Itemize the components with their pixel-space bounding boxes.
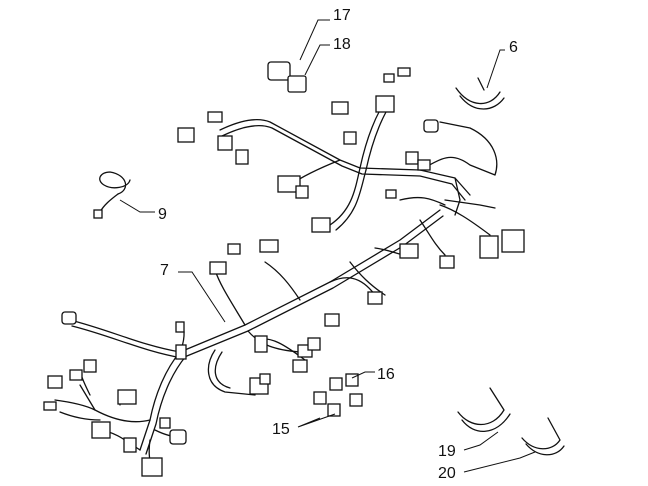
- connector: [405, 151, 419, 165]
- connector: [375, 95, 395, 113]
- connector: [417, 159, 431, 171]
- connector: [383, 73, 395, 83]
- connector: [343, 131, 357, 145]
- connector: [235, 149, 249, 165]
- connector: [311, 217, 331, 233]
- connector: [117, 389, 137, 405]
- connector: [227, 243, 241, 255]
- clamps-19-20: [457, 387, 565, 456]
- connector: [367, 291, 383, 305]
- callout-19: 19: [438, 443, 456, 460]
- connector: [169, 429, 187, 445]
- callout-17: 17: [333, 7, 351, 24]
- connector: [47, 375, 63, 389]
- relay-18: [287, 75, 307, 93]
- connector: [501, 229, 525, 253]
- connector: [43, 401, 57, 411]
- connector: [385, 189, 397, 199]
- connector: [307, 337, 321, 351]
- upper-harness: [219, 109, 498, 296]
- connector: [207, 111, 223, 123]
- callout-15: 15: [272, 421, 290, 438]
- connector: [295, 185, 309, 199]
- connector: [259, 373, 271, 385]
- main-harness-trunk: [69, 209, 444, 455]
- connector: [259, 239, 279, 253]
- connector: [141, 457, 163, 477]
- callout-6: 6: [509, 39, 518, 56]
- fuse: [349, 393, 363, 407]
- connector: [93, 209, 103, 219]
- relays-17-18: [267, 61, 307, 93]
- fuse: [313, 391, 327, 405]
- connector: [177, 127, 195, 143]
- callout-7: 7: [160, 262, 169, 279]
- connector: [254, 335, 268, 353]
- connector: [209, 261, 227, 275]
- connector: [324, 313, 340, 327]
- fuses-15-16: [313, 373, 363, 417]
- relay-17: [267, 61, 291, 81]
- callout-labels: 17 18 6 9 7 16 15 19 20: [158, 7, 518, 482]
- fuse: [327, 403, 341, 417]
- leader-lines: [119, 19, 536, 473]
- connector: [83, 359, 97, 373]
- connector: [91, 421, 111, 439]
- connector: [175, 321, 185, 333]
- connector: [397, 67, 411, 77]
- callout-9: 9: [158, 206, 167, 223]
- callout-18: 18: [333, 36, 351, 53]
- connector: [399, 243, 419, 259]
- connector: [61, 311, 77, 325]
- connector: [331, 101, 349, 115]
- cable-9: [93, 171, 131, 219]
- connector: [217, 135, 233, 151]
- connector: [439, 255, 455, 269]
- connectors: [43, 67, 525, 477]
- connector: [123, 437, 137, 453]
- connector: [175, 344, 187, 360]
- clamp-6: [455, 77, 505, 110]
- fuse: [329, 377, 343, 391]
- connector: [423, 119, 439, 133]
- connector: [479, 235, 499, 259]
- connector: [159, 417, 171, 429]
- callout-20: 20: [438, 465, 456, 482]
- connector: [277, 175, 301, 193]
- callout-16: 16: [377, 366, 395, 383]
- connector: [292, 359, 308, 373]
- connector: [69, 369, 83, 381]
